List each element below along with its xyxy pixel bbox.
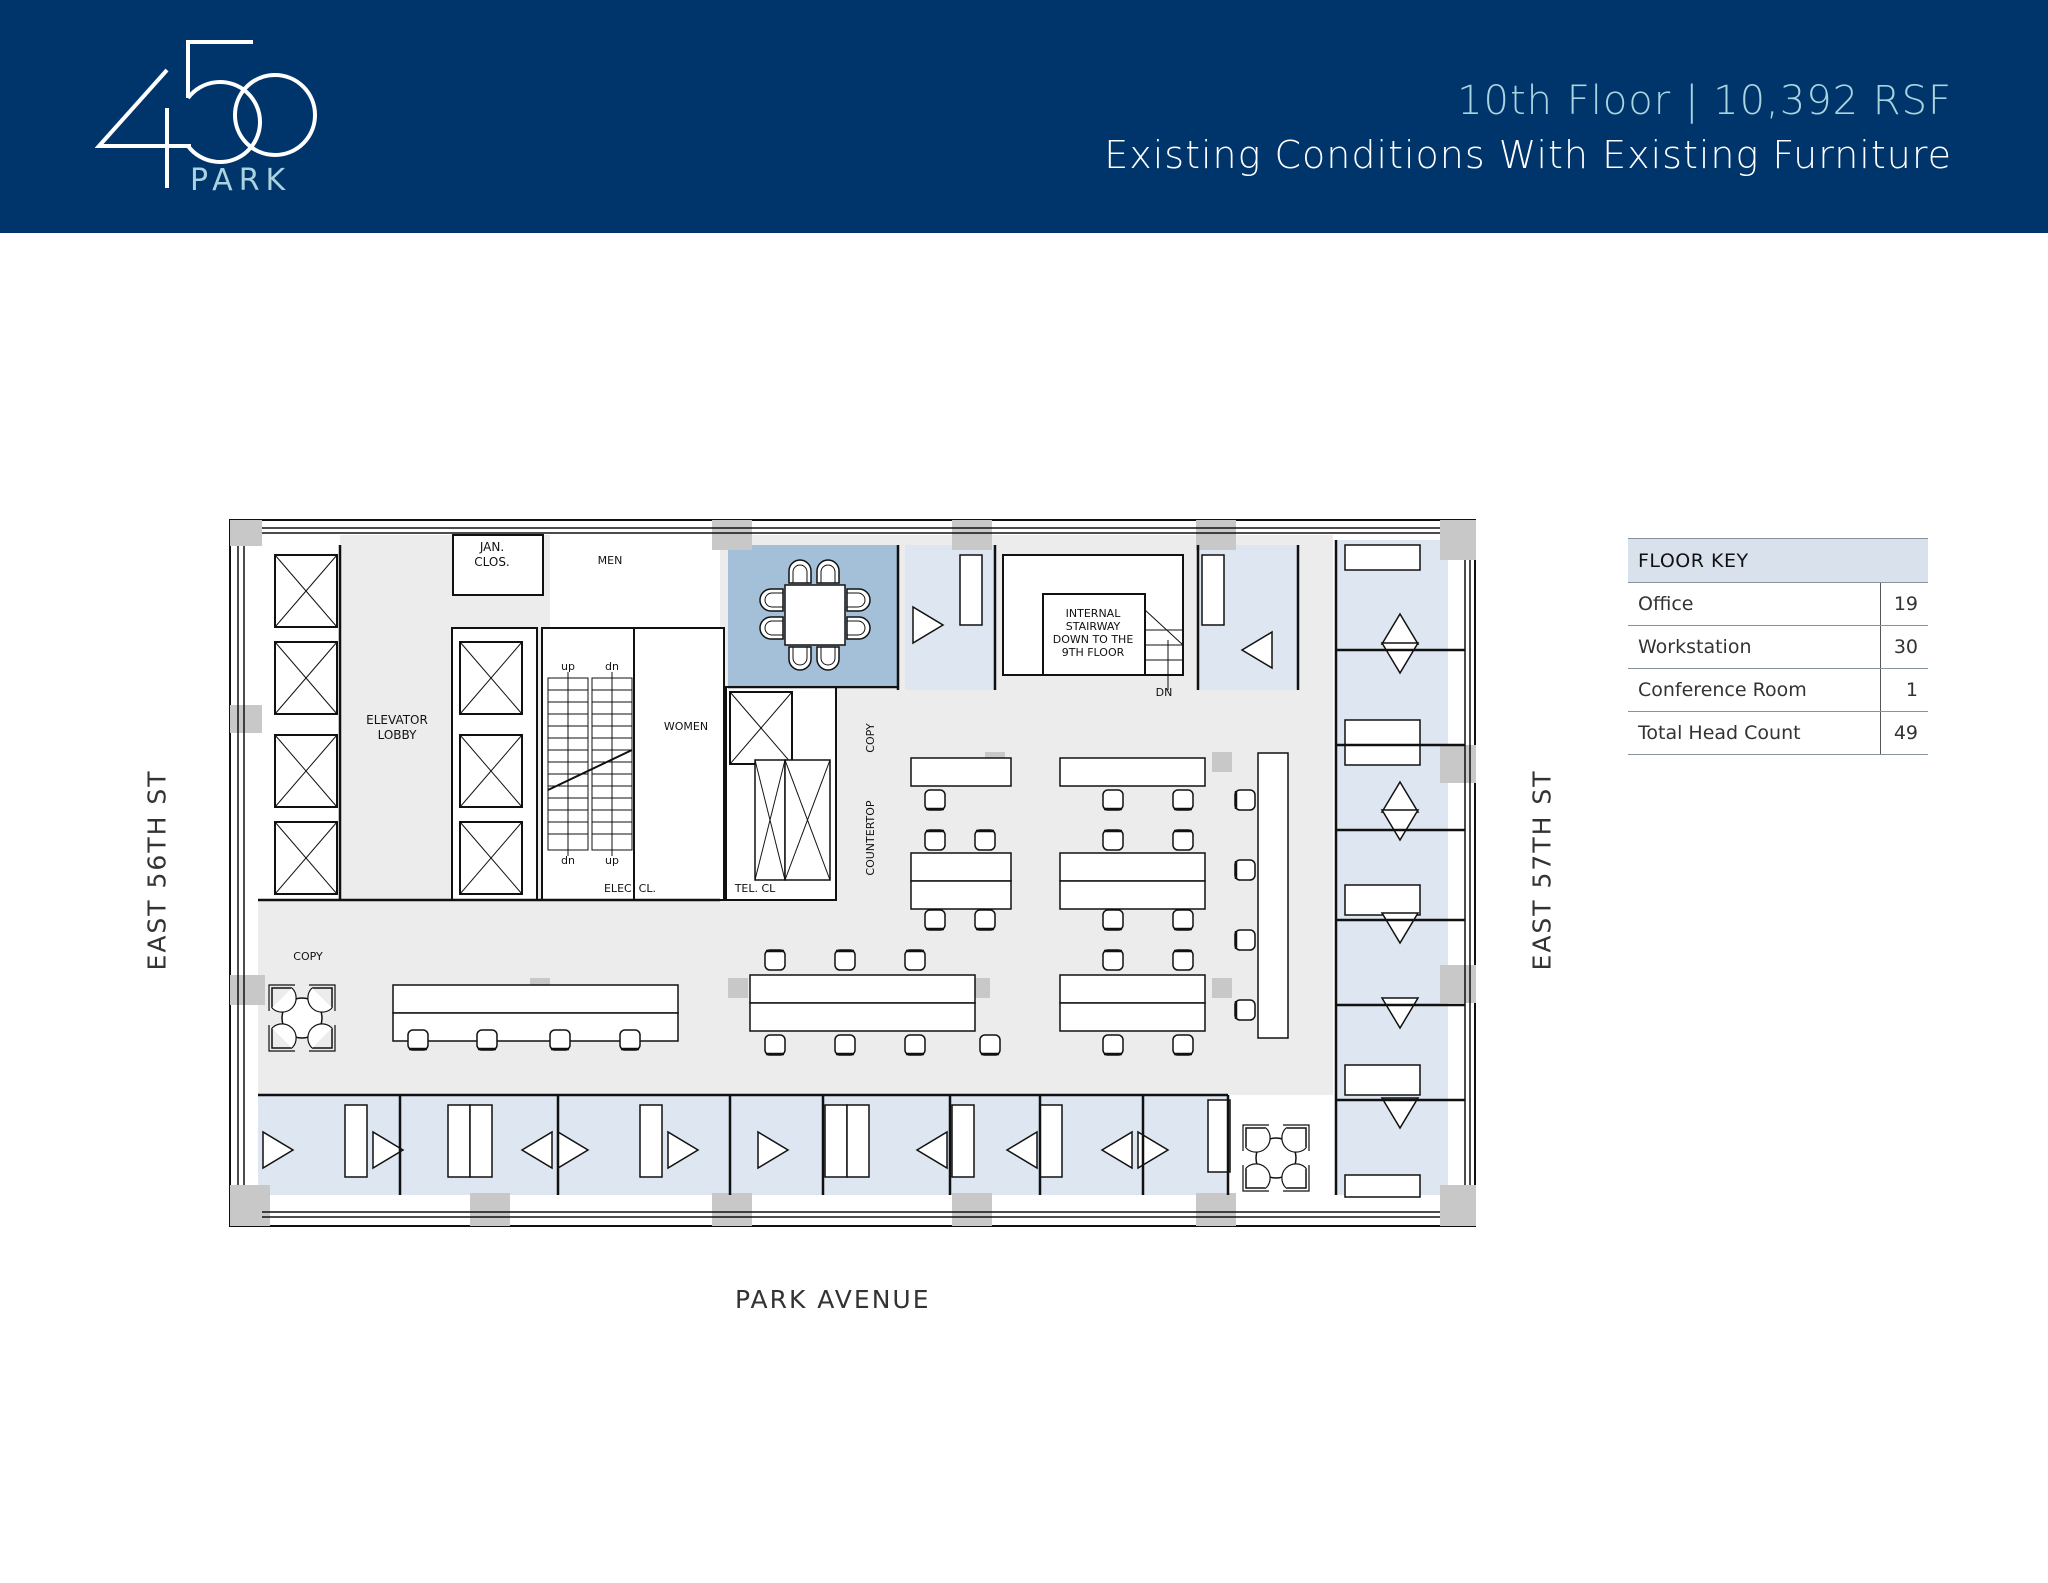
floor-key-row-total-head-count: Total Head Count 49 [1628,712,1928,755]
floor-subtitle: Existing Conditions With Existing Furnit… [1104,133,1952,177]
svg-text:STAIRWAY: STAIRWAY [1066,620,1121,633]
svg-text:ELEVATOR: ELEVATOR [366,713,428,727]
svg-text:PARK: PARK [190,163,291,198]
street-label-park-avenue: PARK AVENUE [735,1285,931,1314]
svg-text:DN: DN [1156,686,1173,699]
svg-text:9TH FLOOR: 9TH FLOOR [1062,646,1125,659]
header-banner: PARK 10th Floor | 10,392 RSF Existing Co… [0,0,2048,233]
floor-key-label: Conference Room [1638,679,1807,701]
floor-key-label: Workstation [1638,636,1752,658]
floor-key-row-workstation: Workstation 30 [1628,626,1928,669]
svg-text:INTERNAL: INTERNAL [1066,607,1122,620]
floor-key-value: 19 [1880,583,1928,625]
450-park-logo: PARK [95,40,317,198]
street-label-east-56th: EAST 56TH ST [142,769,172,971]
stair-core [547,672,633,856]
workstations [392,544,1421,1198]
floor-key-row-conference-room: Conference Room 1 [1628,669,1928,712]
svg-text:up: up [561,660,575,673]
svg-text:MEN: MEN [598,554,623,567]
svg-text:up: up [605,854,619,867]
svg-text:WOMEN: WOMEN [664,720,708,733]
svg-text:COUNTERTOP: COUNTERTOP [864,800,877,876]
svg-text:COPY: COPY [864,723,877,753]
floor-title: 10th Floor | 10,392 RSF [1457,78,1952,124]
floor-key-table: FLOOR KEY Office 19 Workstation 30 Confe… [1628,538,1928,755]
svg-text:ELEC. CL.: ELEC. CL. [604,882,656,895]
round-table-left [268,984,336,1052]
svg-text:CLOS.: CLOS. [474,555,510,569]
conference-table [759,559,871,671]
floor-key-value: 49 [1880,712,1928,754]
svg-text:TEL. CL: TEL. CL [734,882,776,895]
floor-key-row-office: Office 19 [1628,583,1928,626]
floor-key-title: FLOOR KEY [1628,538,1928,583]
svg-text:JAN.: JAN. [479,540,504,554]
svg-text:DOWN TO THE: DOWN TO THE [1053,633,1134,646]
floor-key-label: Office [1638,593,1694,615]
floor-key-value: 30 [1880,626,1928,668]
svg-text:dn: dn [605,660,619,673]
svg-text:COPY: COPY [293,950,323,963]
street-label-east-57th: EAST 57TH ST [1527,769,1557,971]
floor-key-value: 1 [1880,669,1928,711]
floor-key-label: Total Head Count [1638,722,1801,744]
svg-text:dn: dn [561,854,575,867]
round-table-right [1242,1124,1310,1192]
svg-text:LOBBY: LOBBY [378,728,418,742]
